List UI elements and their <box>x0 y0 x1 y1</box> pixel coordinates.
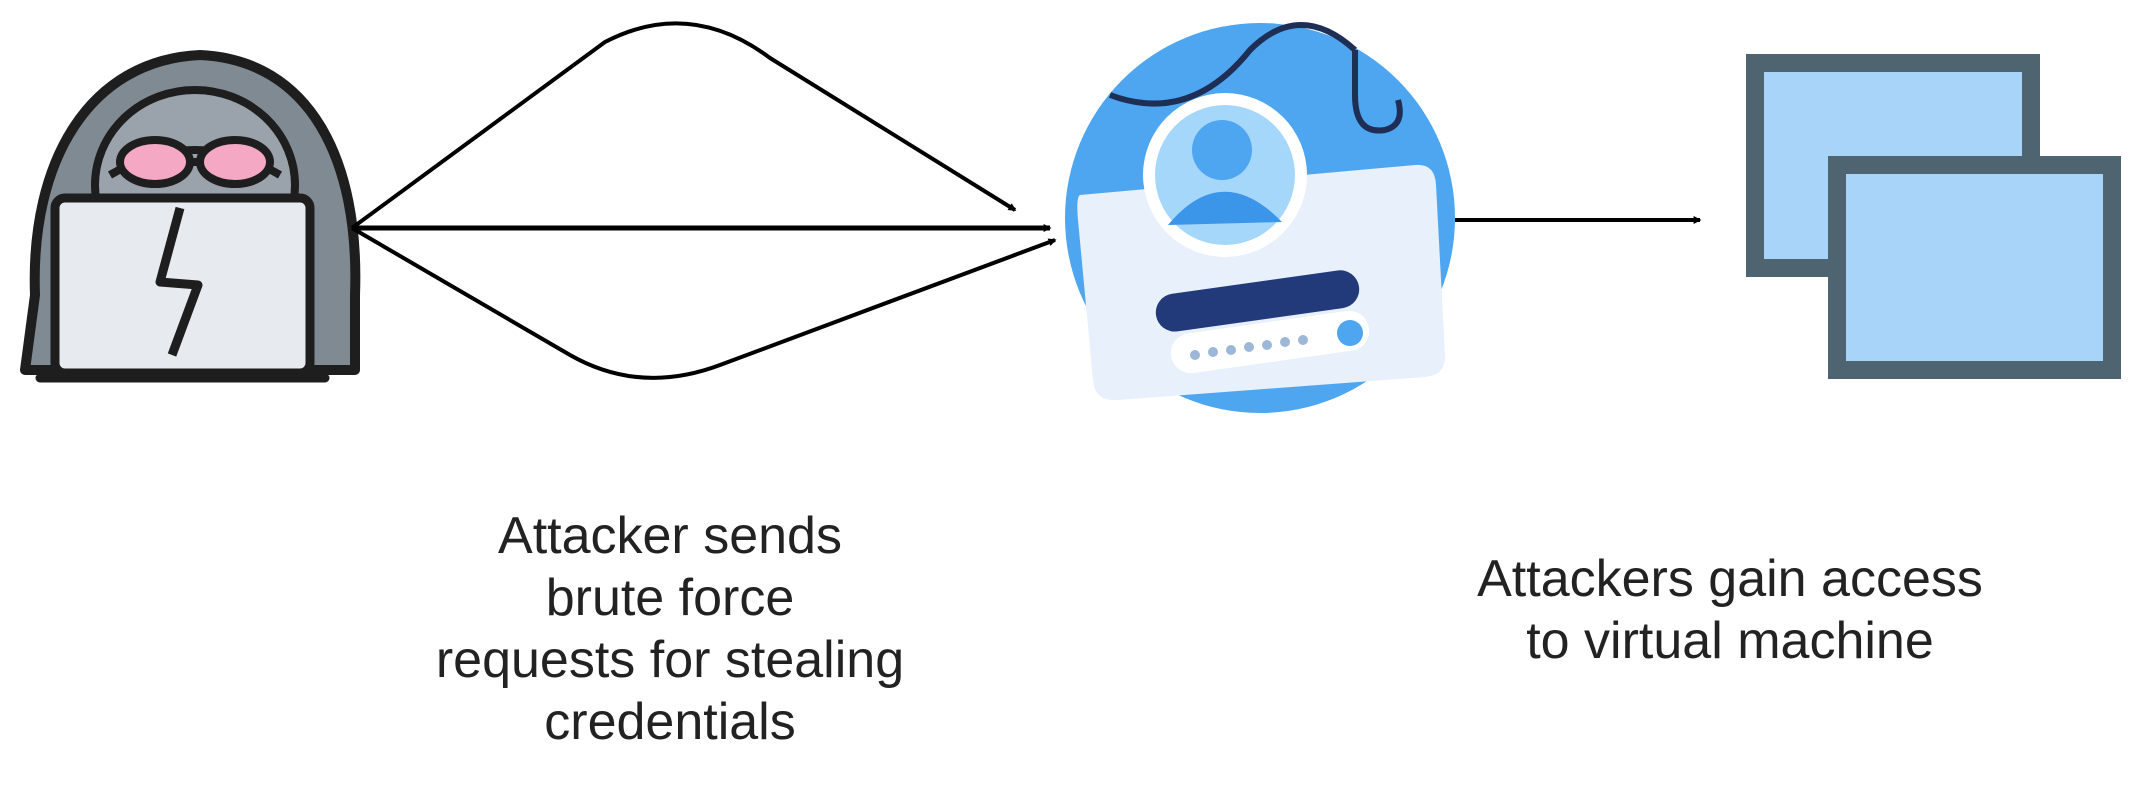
brute-force-caption-line: brute force <box>545 569 795 627</box>
brute-force-caption: Attacker sends brute force requests for … <box>360 505 980 753</box>
connector-upper <box>350 21 1017 230</box>
hacker-icon <box>20 50 361 383</box>
brute-force-caption-line: Attacker sends <box>498 507 842 565</box>
access-caption-line: Attackers gain access <box>1477 550 1983 608</box>
brute-force-caption-line: credentials <box>544 693 796 751</box>
access-caption-line: to virtual machine <box>1526 612 1934 670</box>
phishing-login-icon <box>1065 22 1455 413</box>
access-caption: Attackers gain access to virtual machine <box>1390 548 2070 672</box>
connector-lower <box>350 226 1057 380</box>
brute-force-connectors <box>350 21 1057 380</box>
brute-force-caption-line: requests for stealing <box>435 631 905 689</box>
virtual-machines-icon <box>1746 54 2121 379</box>
